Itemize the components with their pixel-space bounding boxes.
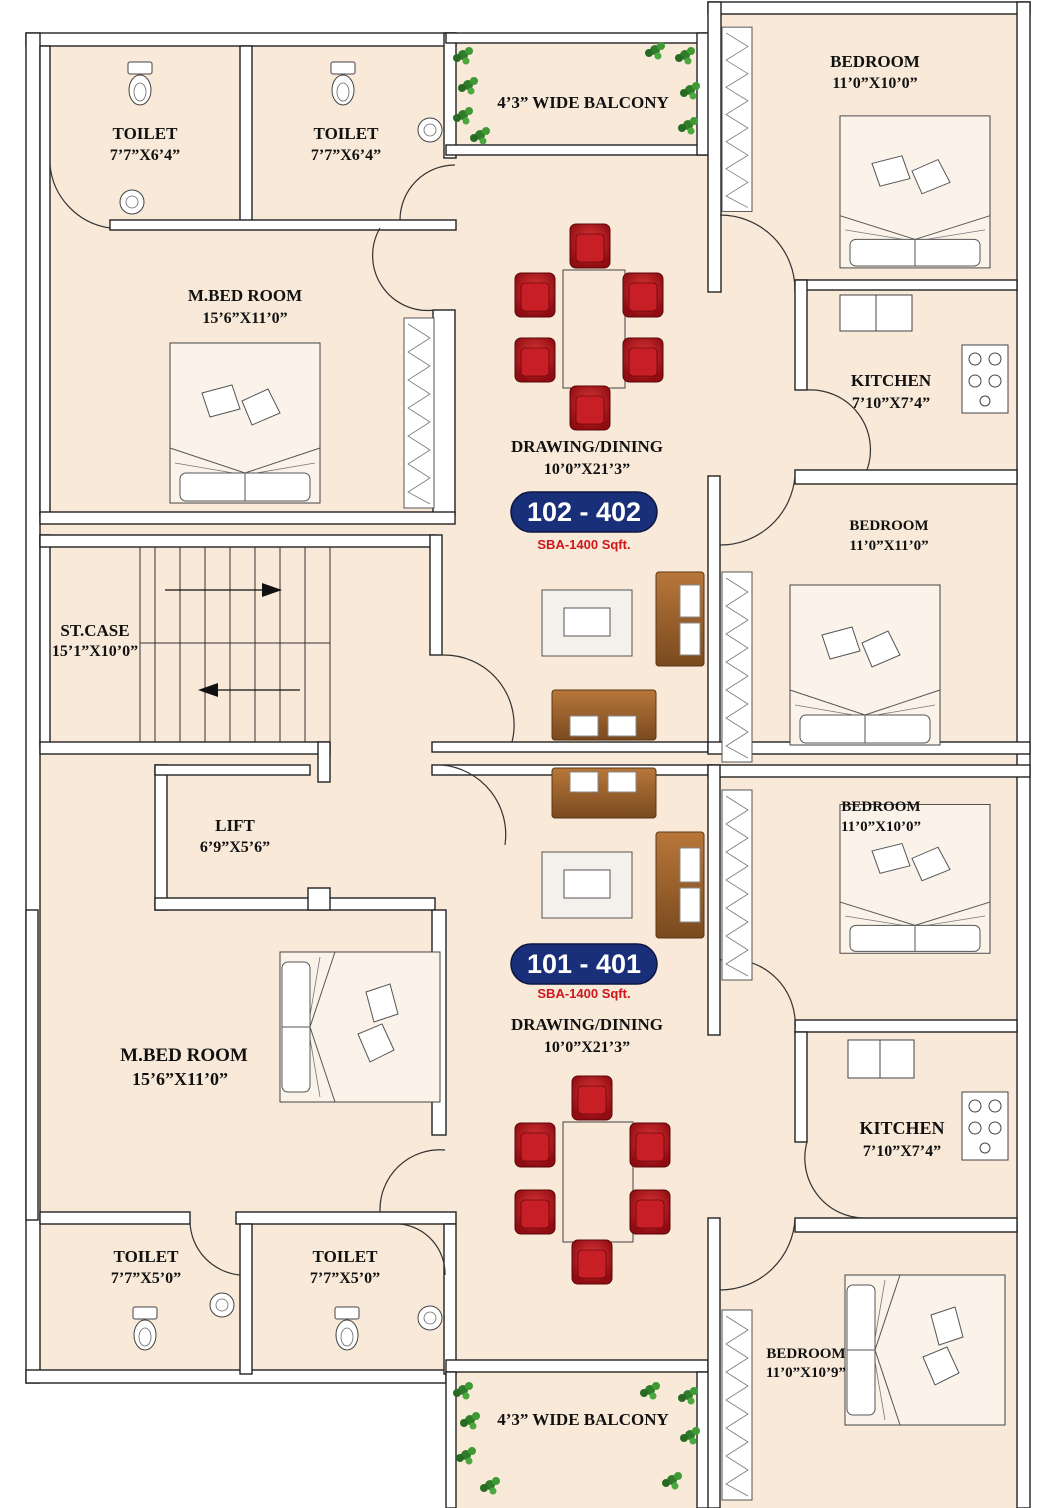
label-bedroom-lr: BEDROOM — [841, 799, 920, 815]
label-dining-bottom: DRAWING/DINING — [511, 1015, 663, 1034]
bed-master-top — [169, 342, 321, 504]
label-balcony-bottom: 4’3” WIDE BALCONY — [497, 1410, 669, 1429]
dim-bedroom-tr: 11’0”X10’0” — [832, 75, 917, 92]
dim-bedroom-br: 11’0”X10’9” — [766, 1365, 846, 1381]
label-bedroom-mr: BEDROOM — [849, 518, 928, 534]
label-bedroom-br: BEDROOM — [766, 1346, 845, 1362]
unit-badge-bottom: 101 - 401 SBA-1400 Sqft. — [510, 943, 658, 1001]
living-set-top — [541, 571, 705, 741]
living-set-bottom — [541, 767, 705, 939]
dim-dining-bottom: 10’0”X21’3” — [544, 1039, 630, 1056]
dim-staircase: 15’1”X10’0” — [52, 643, 138, 660]
dim-lift: 6’9”X5’6” — [200, 839, 270, 856]
doors — [49, 164, 872, 1291]
unit-area-top: SBA-1400 Sqft. — [537, 537, 630, 552]
dim-dining-top: 10’0”X21’3” — [544, 461, 630, 478]
label-toilet-tl1: TOILET — [113, 124, 179, 143]
label-bedroom-tr: BEDROOM — [830, 52, 920, 71]
bed-bedroom-br — [844, 1274, 1006, 1426]
dim-mbed-top: 15’6”X11’0” — [202, 310, 287, 327]
dim-bedroom-mr: 11’0”X11’0” — [849, 538, 928, 554]
dim-toilet-bl2: 7’7”X5’0” — [310, 1270, 380, 1287]
label-kitchen-bottom: KITCHEN — [859, 1118, 944, 1138]
unit-badge-top: 102 - 402 SBA-1400 Sqft. — [510, 491, 658, 552]
dim-toilet-tl1: 7’7”X6’4” — [110, 147, 180, 164]
dim-kitchen-bottom: 7’10”X7’4” — [863, 1143, 941, 1160]
label-toilet-tl2: TOILET — [314, 124, 380, 143]
dim-mbed-bottom: 15’6”X11’0” — [132, 1069, 228, 1089]
label-lift: LIFT — [215, 816, 255, 835]
label-dining-top: DRAWING/DINING — [511, 437, 663, 456]
bed-master-bottom — [279, 951, 441, 1103]
dim-bedroom-lr: 11’0”X10’0” — [841, 819, 921, 835]
dim-toilet-tl2: 7’7”X6’4” — [311, 147, 381, 164]
dining-set-top — [514, 223, 664, 431]
label-toilet-bl1: TOILET — [114, 1247, 180, 1266]
label-toilet-bl2: TOILET — [313, 1247, 379, 1266]
label-staircase: ST.CASE — [60, 621, 129, 640]
dim-toilet-bl1: 7’7”X5’0” — [111, 1270, 181, 1287]
label-mbed-top: M.BED ROOM — [188, 286, 302, 305]
bed-bedroom-tr — [839, 115, 991, 269]
dim-kitchen-top: 7’10”X7’4” — [852, 395, 930, 412]
label-balcony-top: 4’3” WIDE BALCONY — [497, 93, 669, 112]
room-labels: TOILET 7’7”X6’4” TOILET 7’7”X6’4” 4’3” W… — [52, 52, 945, 1429]
label-kitchen-top: KITCHEN — [851, 371, 932, 390]
unit-number-bottom: 101 - 401 — [527, 949, 641, 979]
unit-area-bottom: SBA-1400 Sqft. — [537, 986, 630, 1001]
walls — [25, 1, 1031, 1508]
unit-number-top: 102 - 402 — [527, 497, 641, 527]
bed-bedroom-mr — [789, 584, 941, 746]
label-mbed-bottom: M.BED ROOM — [120, 1045, 248, 1066]
staircase-steps — [139, 547, 331, 742]
kitchen-fixtures — [839, 294, 1009, 1161]
dining-set-bottom — [514, 1075, 671, 1285]
